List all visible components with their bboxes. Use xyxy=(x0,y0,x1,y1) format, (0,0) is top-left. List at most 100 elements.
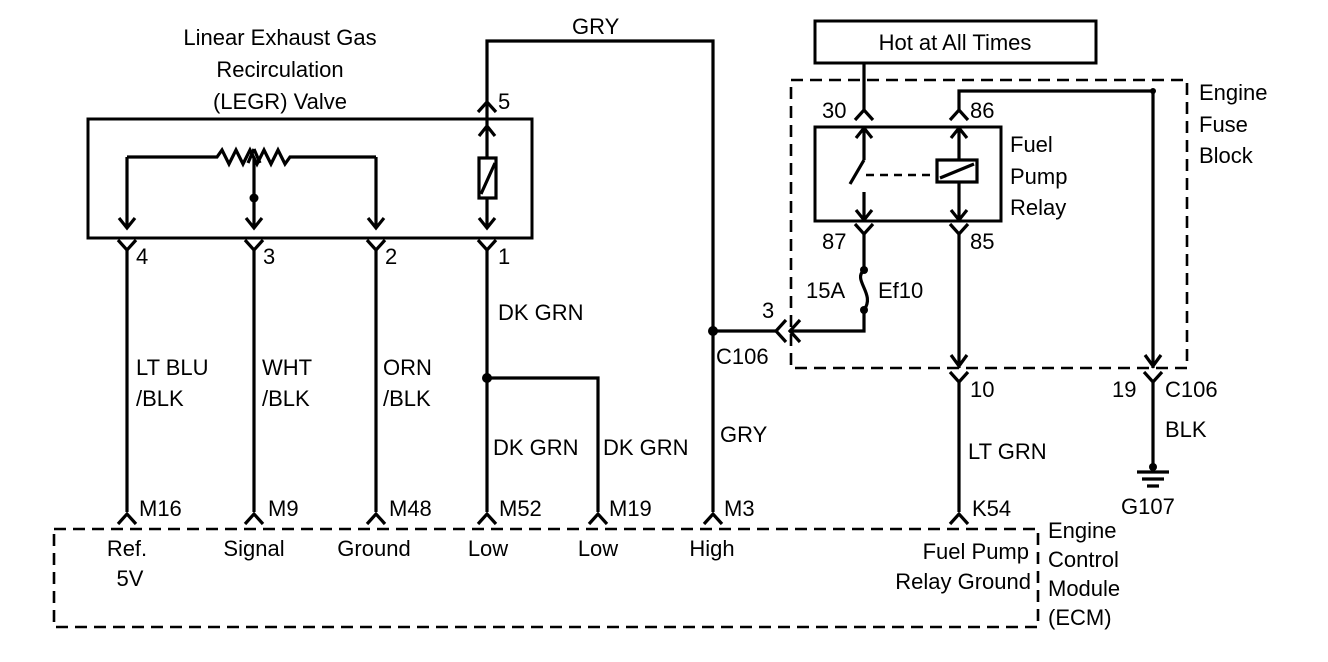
relay-pin-85-connector xyxy=(948,222,970,237)
relay-coil-mark xyxy=(939,162,975,180)
wire-label-gry-top: GRY xyxy=(572,14,620,39)
corner-86 xyxy=(1150,88,1156,94)
ecm-label-3: Module xyxy=(1048,576,1120,601)
ecm-pin-m52: M52 xyxy=(499,496,542,521)
pot-lead-4 xyxy=(117,157,137,231)
ecm-connector-m16 xyxy=(116,511,138,526)
lower-connectors: 10 19 C106 G107 xyxy=(948,370,1218,519)
ecm-pin-k54: K54 xyxy=(972,496,1011,521)
fuse-block-label-3: Block xyxy=(1199,143,1254,168)
ecm-desc-m19: Low xyxy=(578,536,618,561)
pin-5-label: 5 xyxy=(498,89,510,114)
wire-85-to-10 xyxy=(949,234,969,369)
ecm-outline xyxy=(52,527,1040,629)
ecm-connector-m19 xyxy=(587,511,609,526)
supply-box xyxy=(813,19,1098,65)
relay-coil-lower xyxy=(949,182,969,223)
ecm-pin-m9: M9 xyxy=(268,496,299,521)
wire-label-lt-blu: LT BLU xyxy=(136,355,209,380)
wire-label-wht-blk: /BLK xyxy=(262,386,310,411)
c106-pin-3-label: 3 xyxy=(762,298,774,323)
ecm: Engine Control Module (ECM) M16 M9 M48 M… xyxy=(52,496,1120,630)
relay-pin-30-label: 30 xyxy=(822,98,846,123)
relay-body xyxy=(813,125,1003,223)
wire-label-dk-grn-low-left: DK GRN xyxy=(493,435,579,460)
pot-lead-3 xyxy=(244,157,264,231)
fuse-element xyxy=(859,268,869,311)
relay-label-3: Relay xyxy=(1010,195,1066,220)
ecm-pin-m3: M3 xyxy=(724,496,755,521)
legr-valve-body xyxy=(86,117,534,240)
arrow-19 xyxy=(1143,354,1163,369)
wire-label-gry-mid: GRY xyxy=(720,422,768,447)
fuse-block-outline xyxy=(789,78,1189,370)
ecm-desc-k54-1: Fuel Pump xyxy=(923,539,1029,564)
ecm-pin-m16: M16 xyxy=(139,496,182,521)
ecm-desc-m16-1: Ref. xyxy=(107,536,147,561)
splice-dk-grn xyxy=(482,373,492,383)
ecm-connector-m9 xyxy=(243,511,265,526)
relay-pin-86-label: 86 xyxy=(970,98,994,123)
connector-pin-2 xyxy=(365,238,387,253)
pin-10-label: 10 xyxy=(970,377,994,402)
legr-title-line-2: Recirculation xyxy=(216,57,343,82)
legr-pin-connectors xyxy=(116,99,498,253)
wire-label-orn: ORN xyxy=(383,355,432,380)
relay-coil-upper xyxy=(949,125,969,160)
ecm-desc-m3: High xyxy=(689,536,734,561)
fuse-block-label-1: Engine xyxy=(1199,80,1268,105)
relay-pin-87-connector xyxy=(853,222,875,237)
wire-86-to-19 xyxy=(957,89,1155,368)
wiper-arrow xyxy=(246,148,262,164)
relay-switch-upper xyxy=(854,125,874,160)
ecm-connector-m48 xyxy=(365,511,387,526)
legr-title-line-1: Linear Exhaust Gas xyxy=(183,25,376,50)
relay-switch-lower xyxy=(854,192,874,223)
ground-icon xyxy=(1137,470,1169,488)
ecm-label-1: Engine xyxy=(1048,518,1117,543)
ecm-desc-m16-2: 5V xyxy=(117,566,144,591)
wire-label-wht: WHT xyxy=(262,355,312,380)
wire-label-lt-blu-blk: /BLK xyxy=(136,386,184,411)
solenoid-lead-top xyxy=(477,102,497,158)
relay-coil xyxy=(935,158,979,184)
connector-pin-4 xyxy=(116,238,138,253)
solenoid-lead-bottom xyxy=(477,198,497,231)
ecm-connector-k54 xyxy=(948,511,970,526)
fuse-to-c106 xyxy=(790,310,866,333)
connector-pin-10 xyxy=(948,370,970,385)
connector-pin-19 xyxy=(1142,370,1164,385)
wire-label-orn-blk: /BLK xyxy=(383,386,431,411)
ecm-pin-m19: M19 xyxy=(609,496,652,521)
solenoid-coil-mark xyxy=(479,162,497,195)
ecm-desc-m52: Low xyxy=(468,536,508,561)
wire-label-dk-grn-low-right: DK GRN xyxy=(603,435,689,460)
ground-splice xyxy=(1149,463,1157,471)
supply-label: Hot at All Times xyxy=(879,30,1032,55)
engine-fuse-block: Hot at All Times Engine Fuse Block 30 86… xyxy=(716,19,1268,370)
relay-switch-contact xyxy=(848,159,866,185)
pin-2-label: 2 xyxy=(385,244,397,269)
pin-19-label: 19 xyxy=(1112,377,1136,402)
fuse-rating: 15A xyxy=(806,278,845,303)
c106-pin-3-connector-right xyxy=(787,318,802,344)
ecm-connector-m52 xyxy=(476,511,498,526)
connector-pin-1 xyxy=(476,238,498,253)
ecm-desc-m9: Signal xyxy=(223,536,284,561)
wiper-junction xyxy=(249,193,259,203)
ecm-desc-k54-2: Relay Ground xyxy=(895,569,1031,594)
wires: DK GRN GRY GRY DK GRN DK GRN LT BLU /BLK… xyxy=(125,14,1207,512)
relay-pin-86-connector xyxy=(948,107,970,122)
wire-label-dk-grn-upper: DK GRN xyxy=(498,300,584,325)
c106-left-label: C106 xyxy=(716,344,769,369)
connector-pin-3 xyxy=(243,238,265,253)
ecm-label-2: Control xyxy=(1048,547,1119,572)
splice-gry xyxy=(708,326,718,336)
pin-3-label: 3 xyxy=(263,244,275,269)
pin-4-label: 4 xyxy=(136,244,148,269)
relay-pin-30-connector xyxy=(853,107,875,122)
wire-label-blk: BLK xyxy=(1165,417,1207,442)
c106-pin-3-connector-left xyxy=(773,318,788,344)
fuse-block-label-2: Fuse xyxy=(1199,112,1248,137)
